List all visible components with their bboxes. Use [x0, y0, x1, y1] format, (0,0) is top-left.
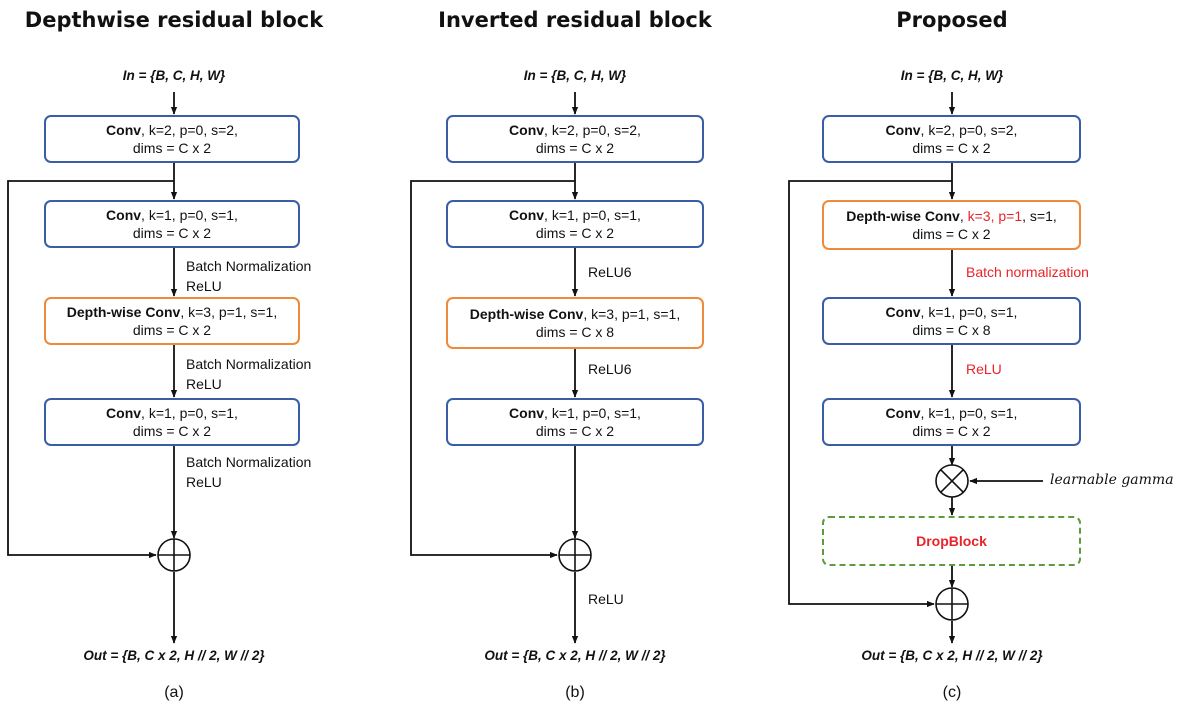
conv-block-downsample-a: Conv, k=2, p=0, s=2, dims = C x 2: [44, 115, 300, 163]
activation-label-b1: ReLU6: [588, 264, 632, 280]
caption-a: (a): [164, 684, 184, 701]
add-circle-b: [558, 538, 592, 572]
dropblock-block: DropBlock: [822, 516, 1081, 566]
conv-block-pointwise-b1: Conv, k=1, p=0, s=1, dims = C x 2: [446, 200, 704, 248]
activation-label-b3: ReLU: [588, 591, 624, 607]
title-a: Depthwise residual block: [24, 8, 324, 32]
conv-block-pointwise-c1: Conv, k=1, p=0, s=1, dims = C x 8: [822, 297, 1081, 345]
title-c: Proposed: [896, 8, 1008, 32]
input-label-a: In = {B, C, H, W}: [122, 68, 226, 83]
conv-block-pointwise-c2: Conv, k=1, p=0, s=1, dims = C x 2: [822, 398, 1081, 446]
activation-label-a3: Batch Normalization ReLU: [186, 454, 312, 490]
caption-b: (b): [565, 684, 585, 701]
conv-block-pointwise-b2: Conv, k=1, p=0, s=1, dims = C x 2: [446, 398, 704, 446]
output-label-b: Out = {B, C x 2, H // 2, W // 2}: [484, 648, 666, 663]
input-label-b: In = {B, C, H, W}: [523, 68, 627, 83]
skip-a: [7, 180, 174, 559]
activation-label-a1: Batch Normalization ReLU: [186, 258, 312, 294]
output-label-c: Out = {B, C x 2, H // 2, W // 2}: [861, 648, 1043, 663]
learnable-gamma-label: learnable gamma: [1050, 472, 1174, 488]
multiply-circle-c: [935, 464, 969, 498]
activation-label-a2: Batch Normalization ReLU: [186, 356, 312, 392]
activation-label-c1: Batch normalization: [966, 264, 1089, 280]
depthwise-conv-block-b: Depth-wise Conv, k=3, p=1, s=1, dims = C…: [446, 297, 704, 349]
output-label-a: Out = {B, C x 2, H // 2, W // 2}: [83, 648, 265, 663]
skip-b: [410, 180, 575, 559]
add-circle-a: [157, 538, 191, 572]
depthwise-conv-block-c: Depth-wise Conv, k=3, p=1, s=1, dims = C…: [822, 200, 1081, 250]
depthwise-conv-block-a: Depth-wise Conv, k=3, p=1, s=1, dims = C…: [44, 297, 300, 345]
activation-label-c2: ReLU: [966, 361, 1002, 377]
skip-c: [788, 180, 952, 608]
title-b: Inverted residual block: [438, 8, 712, 32]
conv-block-pointwise-a2: Conv, k=1, p=0, s=1, dims = C x 2: [44, 398, 300, 446]
activation-label-b2: ReLU6: [588, 361, 632, 377]
caption-c: (c): [942, 684, 962, 701]
conv-block-pointwise-a1: Conv, k=1, p=0, s=1, dims = C x 2: [44, 200, 300, 248]
add-circle-c: [935, 587, 969, 621]
input-label-c: In = {B, C, H, W}: [900, 68, 1004, 83]
conv-block-downsample-c: Conv, k=2, p=0, s=2, dims = C x 2: [822, 115, 1081, 163]
conv-block-downsample-b: Conv, k=2, p=0, s=2, dims = C x 2: [446, 115, 704, 163]
